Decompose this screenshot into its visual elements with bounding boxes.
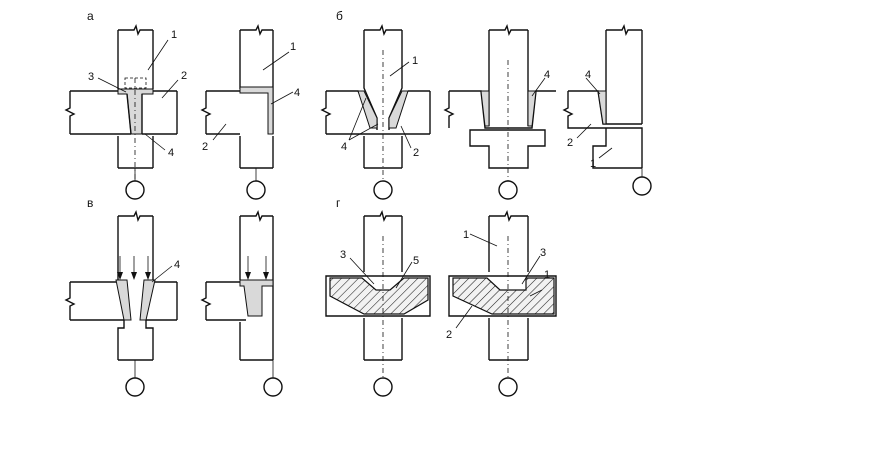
callout-3: 3 [340,249,346,261]
callout-4: 4 [341,141,347,153]
callout-2: 2 [567,137,573,149]
callout-4: 4 [168,147,174,159]
joint-a1: 3 1 2 4 [64,23,187,200]
callout-4: 4 [544,69,550,81]
joint-v2 [200,209,283,397]
panel-letter-v: в [87,196,93,210]
panel-letter-b: б [336,9,343,23]
callout-4: 4 [585,69,591,81]
callout-1: 1 [290,41,296,53]
callout-2: 2 [202,141,208,153]
panel-letter-g: г [336,196,341,210]
joint-a2: 1 4 2 [200,23,300,200]
callout-1: 1 [412,55,418,67]
callout-1: 1 [463,229,469,241]
callout-2: 2 [446,329,452,341]
callout-2: 2 [413,147,419,159]
callout-2: 2 [181,70,187,82]
joint-g2: 1 3 1 2 [446,209,557,397]
joint-v1: 4 [64,209,180,397]
callout-1: 1 [171,29,177,41]
joint-b2: 4 [443,23,556,200]
joint-g1: 3 5 [325,209,431,397]
callout-5: 5 [413,255,419,267]
callout-4: 4 [294,87,300,99]
callout-1: 1 [544,269,550,281]
joint-b1: 1 2 4 [320,23,431,200]
joint-b3: 4 2 1 [562,23,652,196]
panel-letter-a: а [87,9,94,23]
callout-1: 1 [590,158,596,170]
callout-3: 3 [540,247,546,259]
callout-3: 3 [88,71,94,83]
callout-4: 4 [174,259,180,271]
